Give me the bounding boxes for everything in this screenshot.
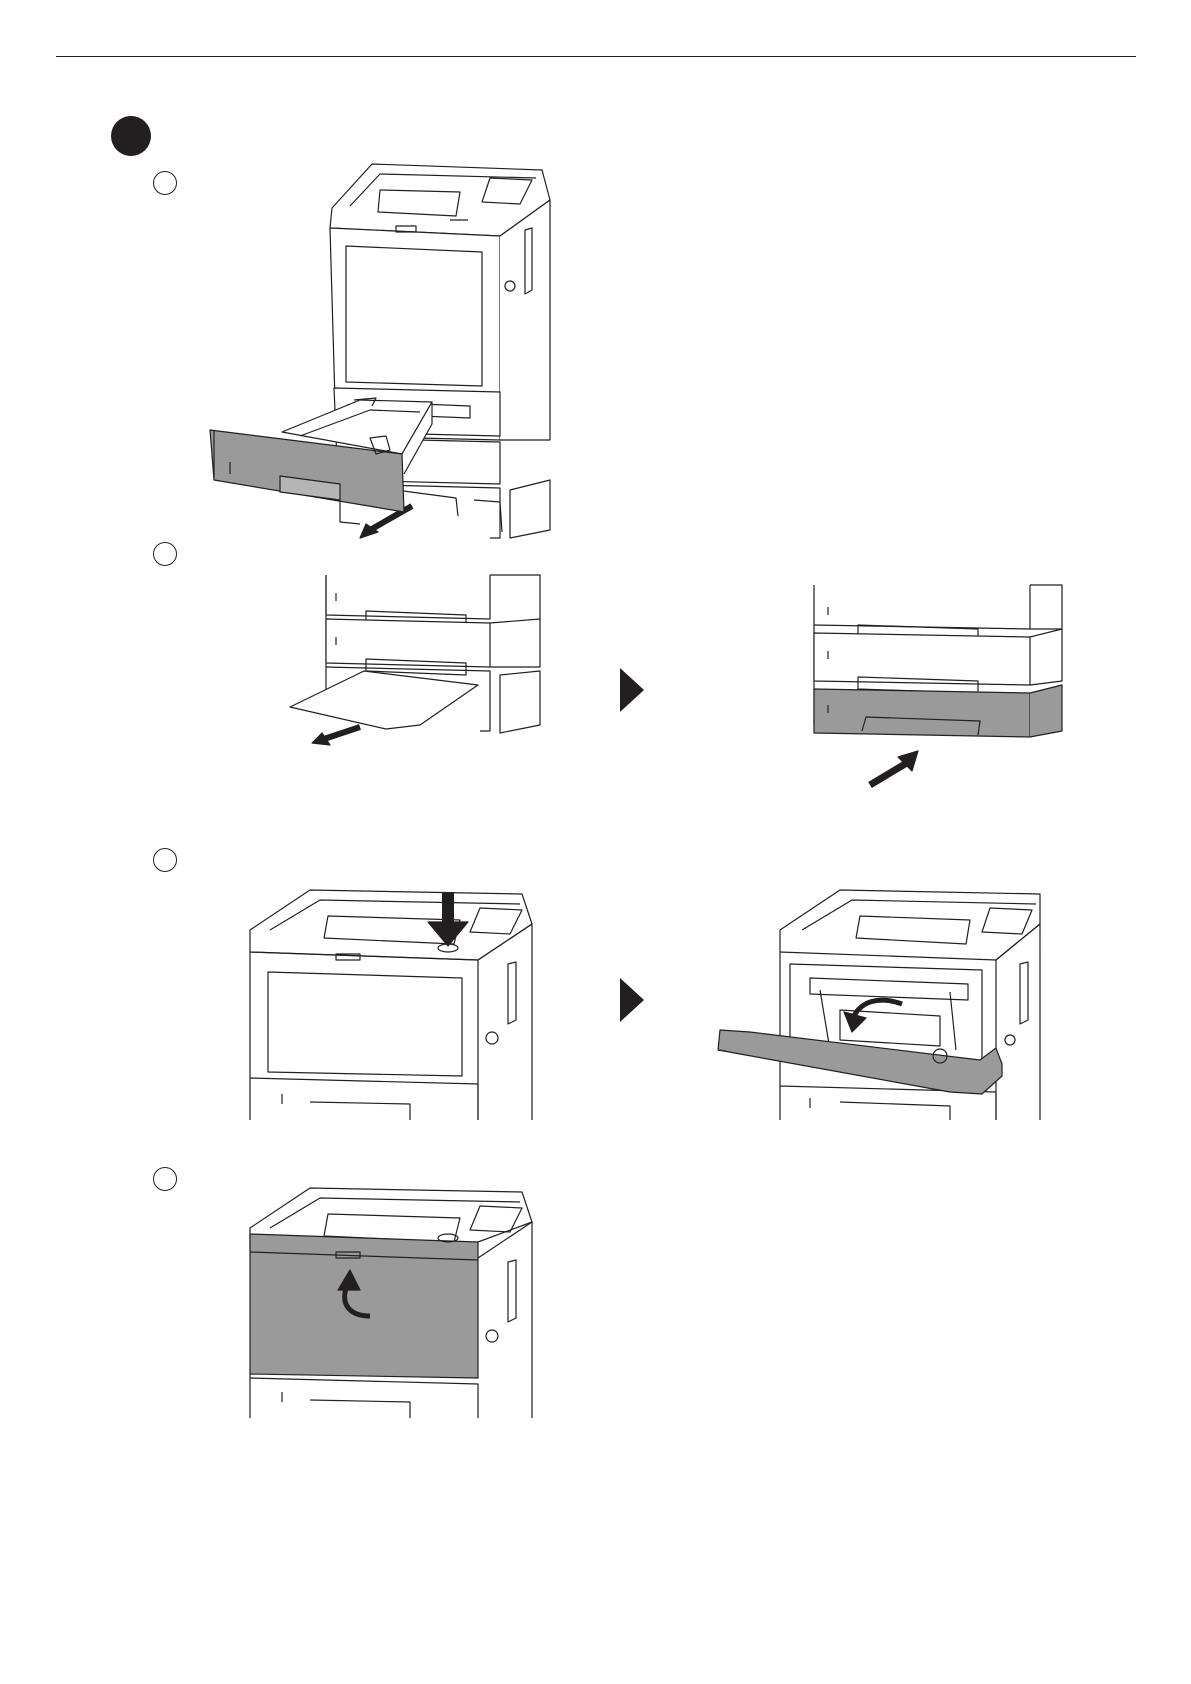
step-1-marker — [153, 171, 177, 195]
next-step-arrow-2 — [620, 978, 644, 1022]
step-3-marker — [153, 848, 177, 872]
section-marker — [111, 116, 151, 156]
illustration-close-front-cover — [240, 1178, 540, 1418]
step-4-marker — [153, 1167, 177, 1191]
next-step-arrow — [620, 668, 644, 712]
header-rule — [56, 56, 1136, 57]
illustration-push-cassette-in — [810, 585, 1070, 795]
step-2-marker — [153, 542, 177, 566]
illustration-press-release-button — [240, 880, 540, 1120]
illustration-front-cover-open — [720, 880, 1040, 1120]
illustration-pull-out-cassette — [220, 160, 550, 550]
illustration-remove-jammed-paper — [270, 575, 550, 745]
